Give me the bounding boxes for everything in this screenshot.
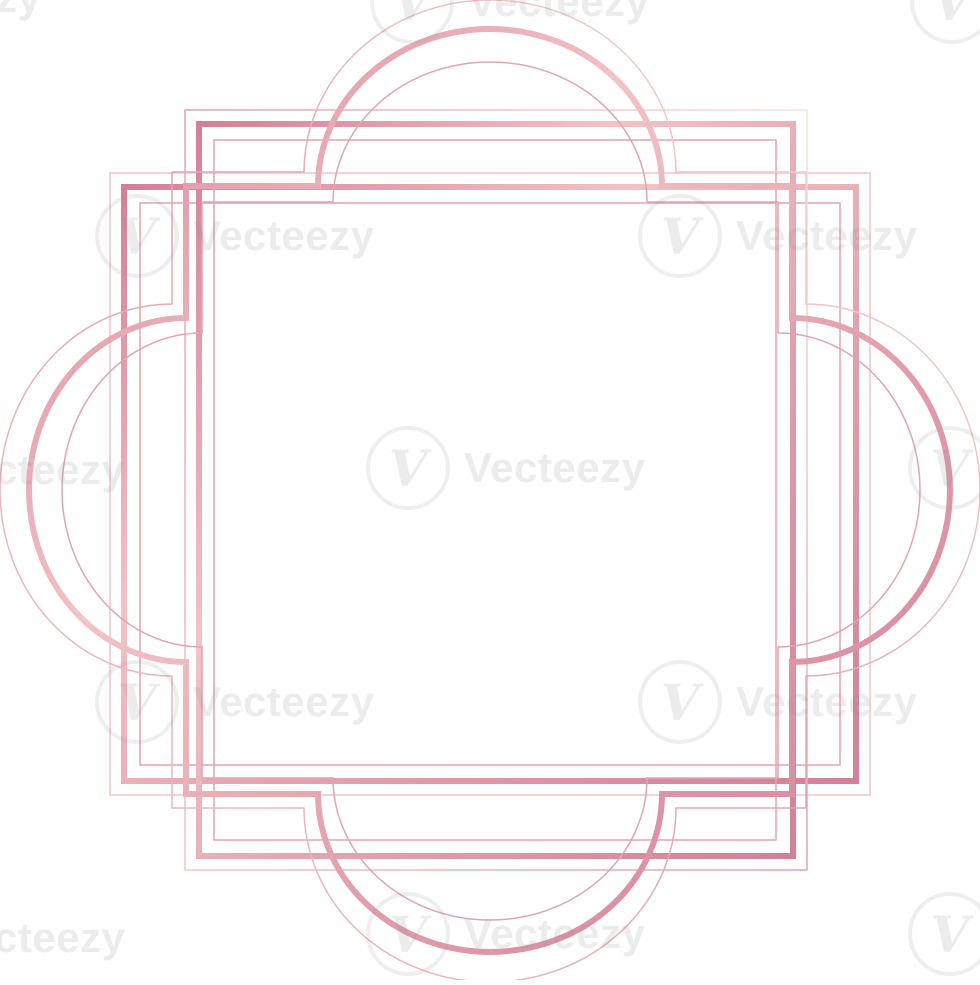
tall-rect-inner [213, 139, 777, 841]
wide-rect-outer [109, 172, 871, 796]
wide-rect-inner [139, 202, 841, 766]
wide-rect-main [121, 184, 859, 784]
tall-rect-outer [184, 109, 808, 871]
tall-rect-main [196, 121, 796, 859]
quatrefoil-inner-line [61, 61, 921, 921]
quatrefoil-main-line [26, 26, 953, 955]
